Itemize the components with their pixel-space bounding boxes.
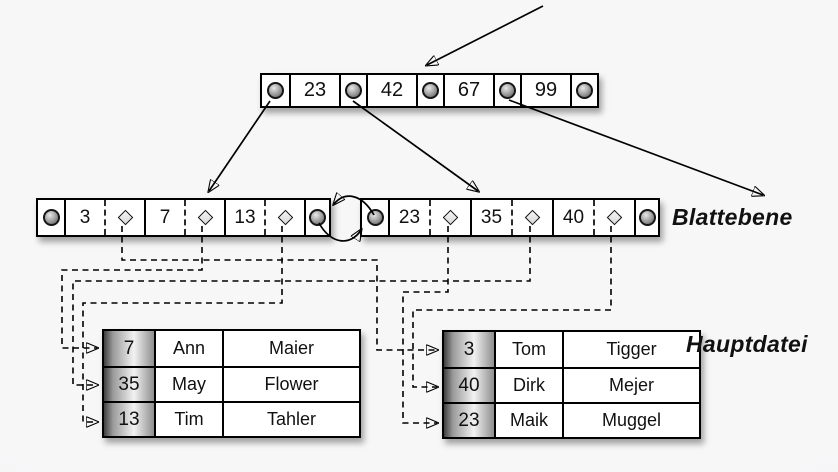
leaf-node-left: 3 7 13 [36, 198, 331, 237]
main-file-label: Hauptdatei [686, 331, 808, 357]
key-column-cell: 3 [444, 332, 494, 367]
leaf-key: 40 [562, 206, 585, 228]
main-file-table-right: 3 Tom Tigger 40 Dirk Mejer 23 Maik Mugge… [442, 330, 701, 439]
key-cell: 35 [470, 200, 511, 235]
pointer-circle-icon [422, 82, 439, 99]
root-key: 99 [534, 79, 558, 101]
last-name-cell: Flower [222, 368, 359, 401]
record-pointer-diamond-icon [197, 209, 213, 226]
leaf-key: 13 [234, 206, 256, 228]
leaf-key: 23 [398, 206, 421, 228]
key-column-cell: 13 [104, 403, 154, 436]
leaf-node-right: 23 35 40 [360, 198, 660, 237]
table-row: 40 Dirk Mejer [444, 367, 699, 402]
pointer-cell [570, 75, 597, 106]
first-name-cell: Tim [154, 403, 222, 436]
leaf-key: 7 [159, 206, 171, 228]
pointer-circle-icon [42, 209, 60, 226]
record-pointer-diamond-icon [277, 209, 293, 226]
pointer-cell [634, 200, 658, 235]
record-pointer-cell [184, 200, 224, 235]
first-name-cell: Dirk [494, 369, 562, 402]
leaf-key: 3 [79, 206, 91, 228]
pointer-circle-icon [638, 209, 656, 226]
last-name-cell: Muggel [562, 404, 699, 437]
last-name-cell: Maier [222, 331, 359, 366]
record-pointer-diamond-icon [524, 209, 541, 226]
first-name-cell: Maik [494, 404, 562, 437]
pointer-circle-icon [345, 82, 362, 99]
key-column-cell: 23 [444, 404, 494, 437]
key-cell: 3 [64, 200, 104, 235]
pointer-cell [38, 200, 64, 235]
key-cell: 40 [552, 200, 593, 235]
first-name-cell: Tom [494, 332, 562, 367]
record-pointer-cell [104, 200, 144, 235]
record-pointer-diamond-icon [442, 209, 459, 226]
last-name-cell: Tahler [222, 403, 359, 436]
arrow-root-to-left-leaf [209, 100, 271, 191]
main-file-table-left: 7 Ann Maier 35 May Flower 13 Tim Tahler [102, 329, 361, 438]
key-cell: 13 [224, 200, 264, 235]
key-cell: 67 [443, 75, 493, 106]
root-key: 67 [457, 79, 481, 101]
leaf-level-label: Blattebene [672, 204, 793, 230]
table-row: 23 Maik Muggel [444, 402, 699, 437]
key-cell: 42 [366, 75, 416, 106]
pointer-cell [304, 200, 329, 235]
pointer-circle-icon [576, 82, 593, 99]
table-row: 13 Tim Tahler [104, 401, 359, 436]
record-pointer-cell [429, 200, 470, 235]
record-pointer-cell [264, 200, 304, 235]
root-key: 42 [380, 79, 404, 101]
key-cell: 99 [520, 75, 570, 106]
pointer-cell [362, 200, 388, 235]
root-key: 23 [303, 79, 327, 101]
pointer-circle-icon [267, 82, 284, 99]
last-name-cell: Mejer [562, 369, 699, 402]
last-name-cell: Tigger [562, 332, 699, 367]
pointer-circle-icon [499, 82, 516, 99]
first-name-cell: Ann [154, 331, 222, 366]
key-column-cell: 35 [104, 368, 154, 401]
table-row: 7 Ann Maier [104, 331, 359, 366]
key-cell: 7 [144, 200, 184, 235]
root-node: 23 42 67 99 [260, 73, 599, 108]
key-cell: 23 [388, 200, 429, 235]
arrow-into-root [427, 5, 544, 65]
record-pointer-cell [511, 200, 552, 235]
pointer-circle-icon [309, 209, 326, 226]
key-cell: 23 [289, 75, 339, 106]
pointer-circle-icon [366, 209, 384, 226]
record-pointer-cell [593, 200, 634, 235]
table-row: 35 May Flower [104, 366, 359, 401]
pointer-cell [493, 75, 520, 106]
record-pointer-diamond-icon [117, 209, 133, 226]
key-column-cell: 40 [444, 369, 494, 402]
pointer-cell [339, 75, 366, 106]
arrow-root-to-right-leaf [352, 100, 478, 191]
leaf-key: 35 [480, 206, 503, 228]
first-name-cell: May [154, 368, 222, 401]
pointer-cell [416, 75, 443, 106]
record-pointer-diamond-icon [606, 209, 623, 226]
key-column-cell: 7 [104, 331, 154, 366]
arrow-root-to-offpage [508, 99, 763, 195]
table-row: 3 Tom Tigger [444, 332, 699, 367]
pointer-cell [262, 75, 289, 106]
